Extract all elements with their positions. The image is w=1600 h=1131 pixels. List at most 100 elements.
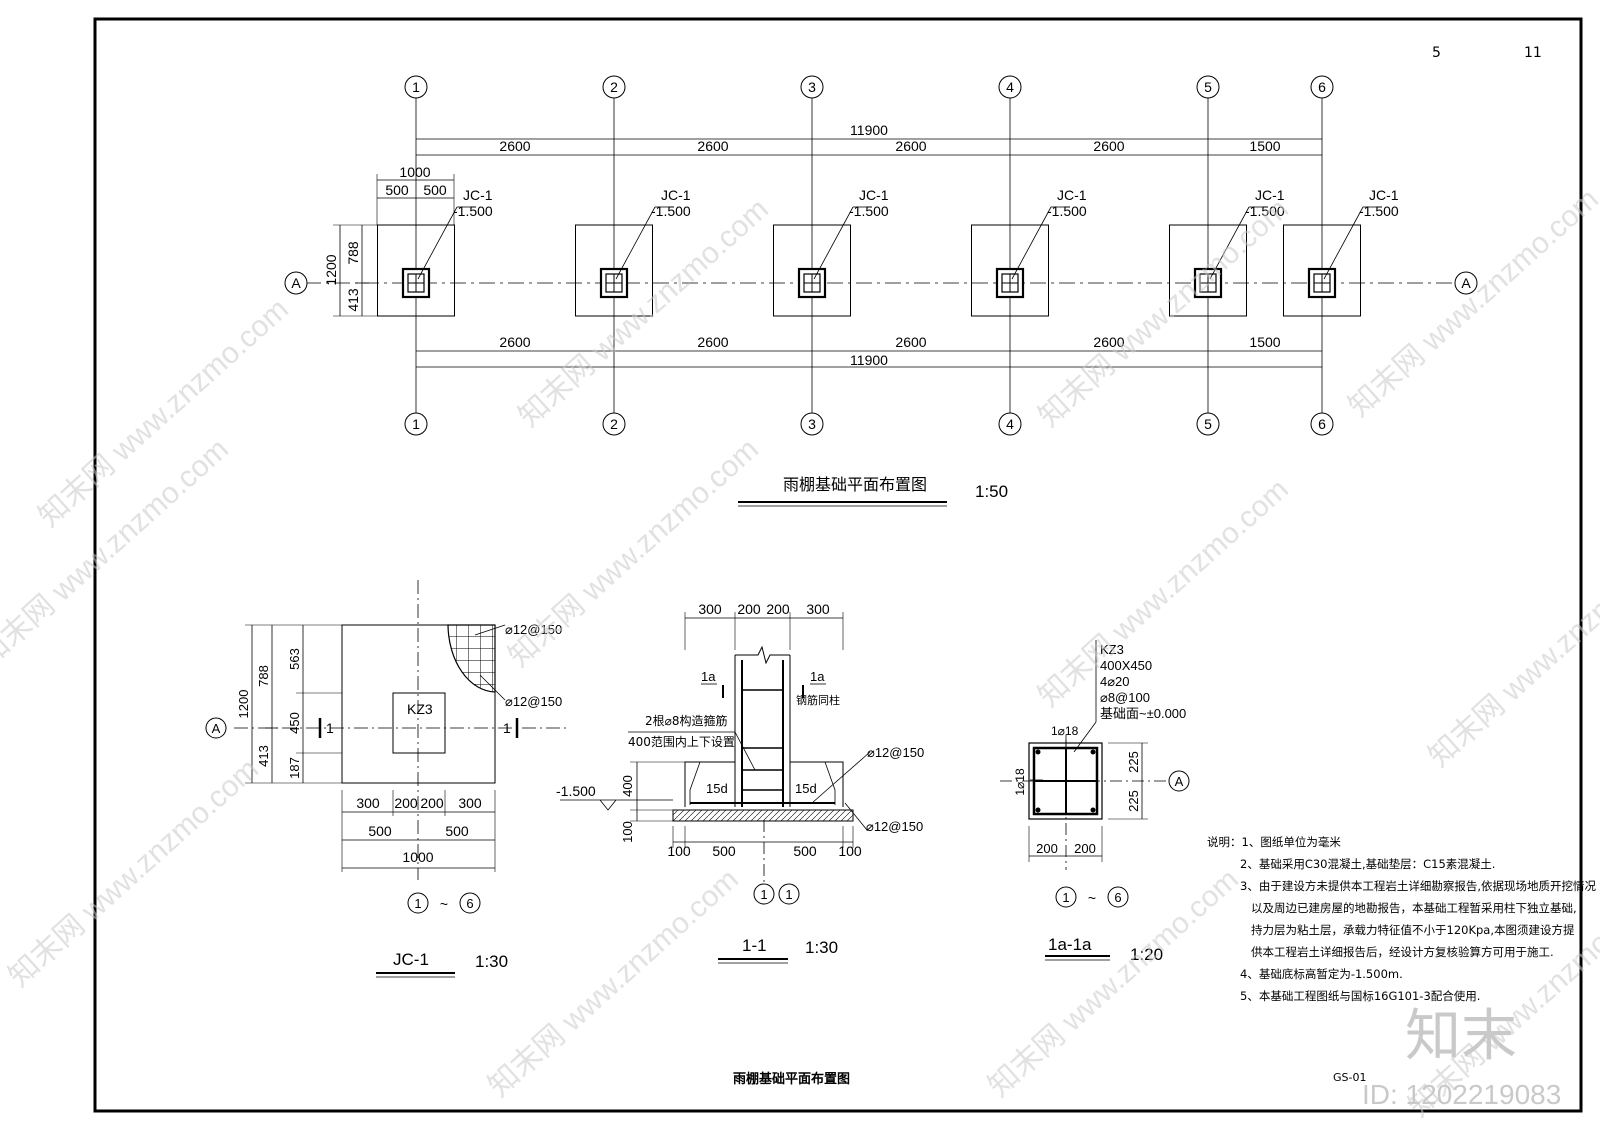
footing-pad-1 xyxy=(377,224,455,317)
note-line-6: 供本工程岩土详细报告后，经设计方复核验算方可用于施工. xyxy=(1251,945,1554,959)
jc1-section-mark-left: 1 xyxy=(326,720,334,736)
watermark-layer: 知末网 www.znzmo.com 知末网 www.znzmo.com 知末网 ww… xyxy=(0,182,1600,1123)
s11-note-stirrup-1: 2根⌀8构造箍筋 xyxy=(645,713,728,728)
s1a-axis-sep: ~ xyxy=(1088,890,1096,906)
s11-anchor-15d-right: 15d xyxy=(795,781,817,796)
dim-span-top-1: 2600 xyxy=(499,138,530,154)
watermark-logo: 知末 xyxy=(1405,1004,1517,1067)
footing-elev-6: -1.500 xyxy=(1359,203,1399,219)
axis-bubble-a-right xyxy=(1454,271,1478,295)
design-notes: 说明：1、图纸单位为毫米 2、基础采用C30混凝土,基础垫层：C15素混凝土. … xyxy=(1207,835,1596,1003)
s11-dim-300b: 300 xyxy=(806,601,830,617)
note-line-1: 说明：1、图纸单位为毫米 xyxy=(1207,835,1341,849)
dim-total-bottom: 11900 xyxy=(850,352,888,368)
note-line-7: 4、基础底标高暂定为-1.500m. xyxy=(1240,967,1403,981)
jc1-detail: KZ3 ⌀12@150 ⌀12@150 1 1 A 1200 788 413 5… xyxy=(205,580,570,978)
jc1-column-label: KZ3 xyxy=(407,701,433,717)
jc1-dim-left-413: 413 xyxy=(256,745,271,767)
note-line-4: 以及周边已建房屋的地勘报告，本基础工程暂采用柱下独立基础, xyxy=(1251,901,1577,915)
s11-note-rebar: 钢筋同柱 xyxy=(796,693,840,707)
axis-label-5-top: 5 xyxy=(1204,79,1212,95)
s11-rebar-1: ⌀12@150 xyxy=(867,745,924,760)
plan-scale: 1:50 xyxy=(975,482,1008,501)
footing-leader-3 xyxy=(813,206,854,280)
axis-label-a-right: A xyxy=(1461,275,1471,291)
drawing-number: GS-01 xyxy=(1333,1071,1366,1084)
s1a-bars: 4⌀20 xyxy=(1100,674,1130,689)
jc1-dim-right-187: 187 xyxy=(287,757,302,779)
dim-width: 1000 xyxy=(399,164,430,180)
axis-label-6-top: 6 xyxy=(1318,79,1326,95)
footing-elev-2: -1.500 xyxy=(651,203,691,219)
axis-label-1-top: 1 xyxy=(412,79,420,95)
axis-bubble-1-bottom xyxy=(404,412,428,436)
watermark-text-3: 知末网 www.znzmo.com xyxy=(1032,192,1294,433)
s11-dim-b-100b: 100 xyxy=(838,843,862,859)
s1a-scale: 1:20 xyxy=(1130,945,1163,964)
jc1-dim-b1-200b: 200 xyxy=(420,795,444,811)
axis-label-2-bottom: 2 xyxy=(610,416,618,432)
s11-title: 1-1 xyxy=(742,936,767,955)
dim-half-left: 500 xyxy=(385,182,409,198)
s1a-stirrup: ⌀8@100 xyxy=(1100,690,1150,705)
s1a-column: KZ3 xyxy=(1100,642,1124,657)
axis-label-2-top: 2 xyxy=(610,79,618,95)
jc1-dim-b2-500b: 500 xyxy=(445,823,469,839)
note-line-3: 3、由于建设方未提供本工程岩土详细勘察报告,依据现场地质开挖情况 xyxy=(1240,879,1596,893)
jc1-section-mark-right: 1 xyxy=(503,720,511,736)
dim-half-right: 500 xyxy=(423,182,447,198)
jc1-dim-left-1200: 1200 xyxy=(236,690,251,719)
s11-elev: -1.500 xyxy=(556,783,596,799)
footing-elev-4: -1.500 xyxy=(1047,203,1087,219)
s11-axis-2: 1 xyxy=(785,887,792,902)
watermark-text-10: 知末网 www.znzmo.com xyxy=(482,862,744,1103)
sheet-frame xyxy=(93,17,1583,1113)
jc1-dim-b1-300a: 300 xyxy=(356,795,380,811)
s11-dim-b-100a: 100 xyxy=(667,843,691,859)
dim-span-bottom-1: 2600 xyxy=(499,334,530,350)
s11-dim-200b: 200 xyxy=(766,601,790,617)
footing-pad-6 xyxy=(1283,224,1361,317)
footing-label-1: JC-1 xyxy=(463,187,493,203)
dim-span-bottom-2: 2600 xyxy=(697,334,728,350)
s11-dim-b-500b: 500 xyxy=(793,843,817,859)
jc1-axis-from: 1 xyxy=(414,896,421,911)
jc1-dim-b3-1000: 1000 xyxy=(402,849,433,865)
sheet-bottom-title: 雨棚基础平面布置图 xyxy=(733,1071,850,1087)
watermark-text-9: 知末网 www.znzmo.com xyxy=(2,752,264,993)
watermark-text-8: 知末网 www.znzmo.com xyxy=(1422,532,1600,773)
dim-span-bottom-4: 2600 xyxy=(1093,334,1124,350)
s1a-axis-a: A xyxy=(1175,774,1184,789)
footing-elev-3: -1.500 xyxy=(849,203,889,219)
section-1-1: 300 200 200 300 1a 1a 钢筋同柱 2根⌀8构造箍筋 400范… xyxy=(556,601,924,964)
dim-side-upper: 788 xyxy=(345,241,361,265)
s1a-base: 基础面~±0.000 xyxy=(1100,706,1186,721)
footing-elev-1: -1.500 xyxy=(453,203,493,219)
footing-label-4: JC-1 xyxy=(1057,187,1087,203)
s11-anchor-15d-left: 15d xyxy=(706,781,728,796)
jc1-dim-right-563: 563 xyxy=(287,648,302,670)
note-line-8: 5、本基础工程图纸与国标16G101-3配合使用. xyxy=(1240,989,1480,1003)
s1a-dim-200b: 200 xyxy=(1074,841,1096,856)
footing-leader-6 xyxy=(1323,206,1364,280)
s11-axis-1: 1 xyxy=(760,887,767,902)
watermark-id: ID: 1202219083 xyxy=(1362,1079,1561,1110)
page-number: 5 xyxy=(1432,45,1441,61)
axis-label-3-bottom: 3 xyxy=(808,416,816,432)
axis-bubble-3-bottom xyxy=(800,412,824,436)
section-1a-1a: KZ3 400X450 4⌀20 ⌀8@100 基础面~±0.000 1⌀18 … xyxy=(1000,640,1190,964)
s11-dim-b-500a: 500 xyxy=(712,843,736,859)
footing-label-5: JC-1 xyxy=(1255,187,1285,203)
s1a-side-bar: 1⌀18 xyxy=(1013,768,1027,796)
axis-bubble-6-bottom xyxy=(1310,412,1334,436)
dim-span-bottom-5: 1500 xyxy=(1249,334,1280,350)
s11-tag-1a-right: 1a xyxy=(810,669,825,684)
footing-label-3: JC-1 xyxy=(859,187,889,203)
s11-scale: 1:30 xyxy=(805,938,838,957)
jc1-dim-left-788: 788 xyxy=(256,665,271,687)
footing-leader-5 xyxy=(1209,206,1250,280)
dim-side-total: 1200 xyxy=(323,254,339,285)
plan-title: 雨棚基础平面布置图 xyxy=(783,475,927,494)
jc1-title: JC-1 xyxy=(393,950,429,969)
